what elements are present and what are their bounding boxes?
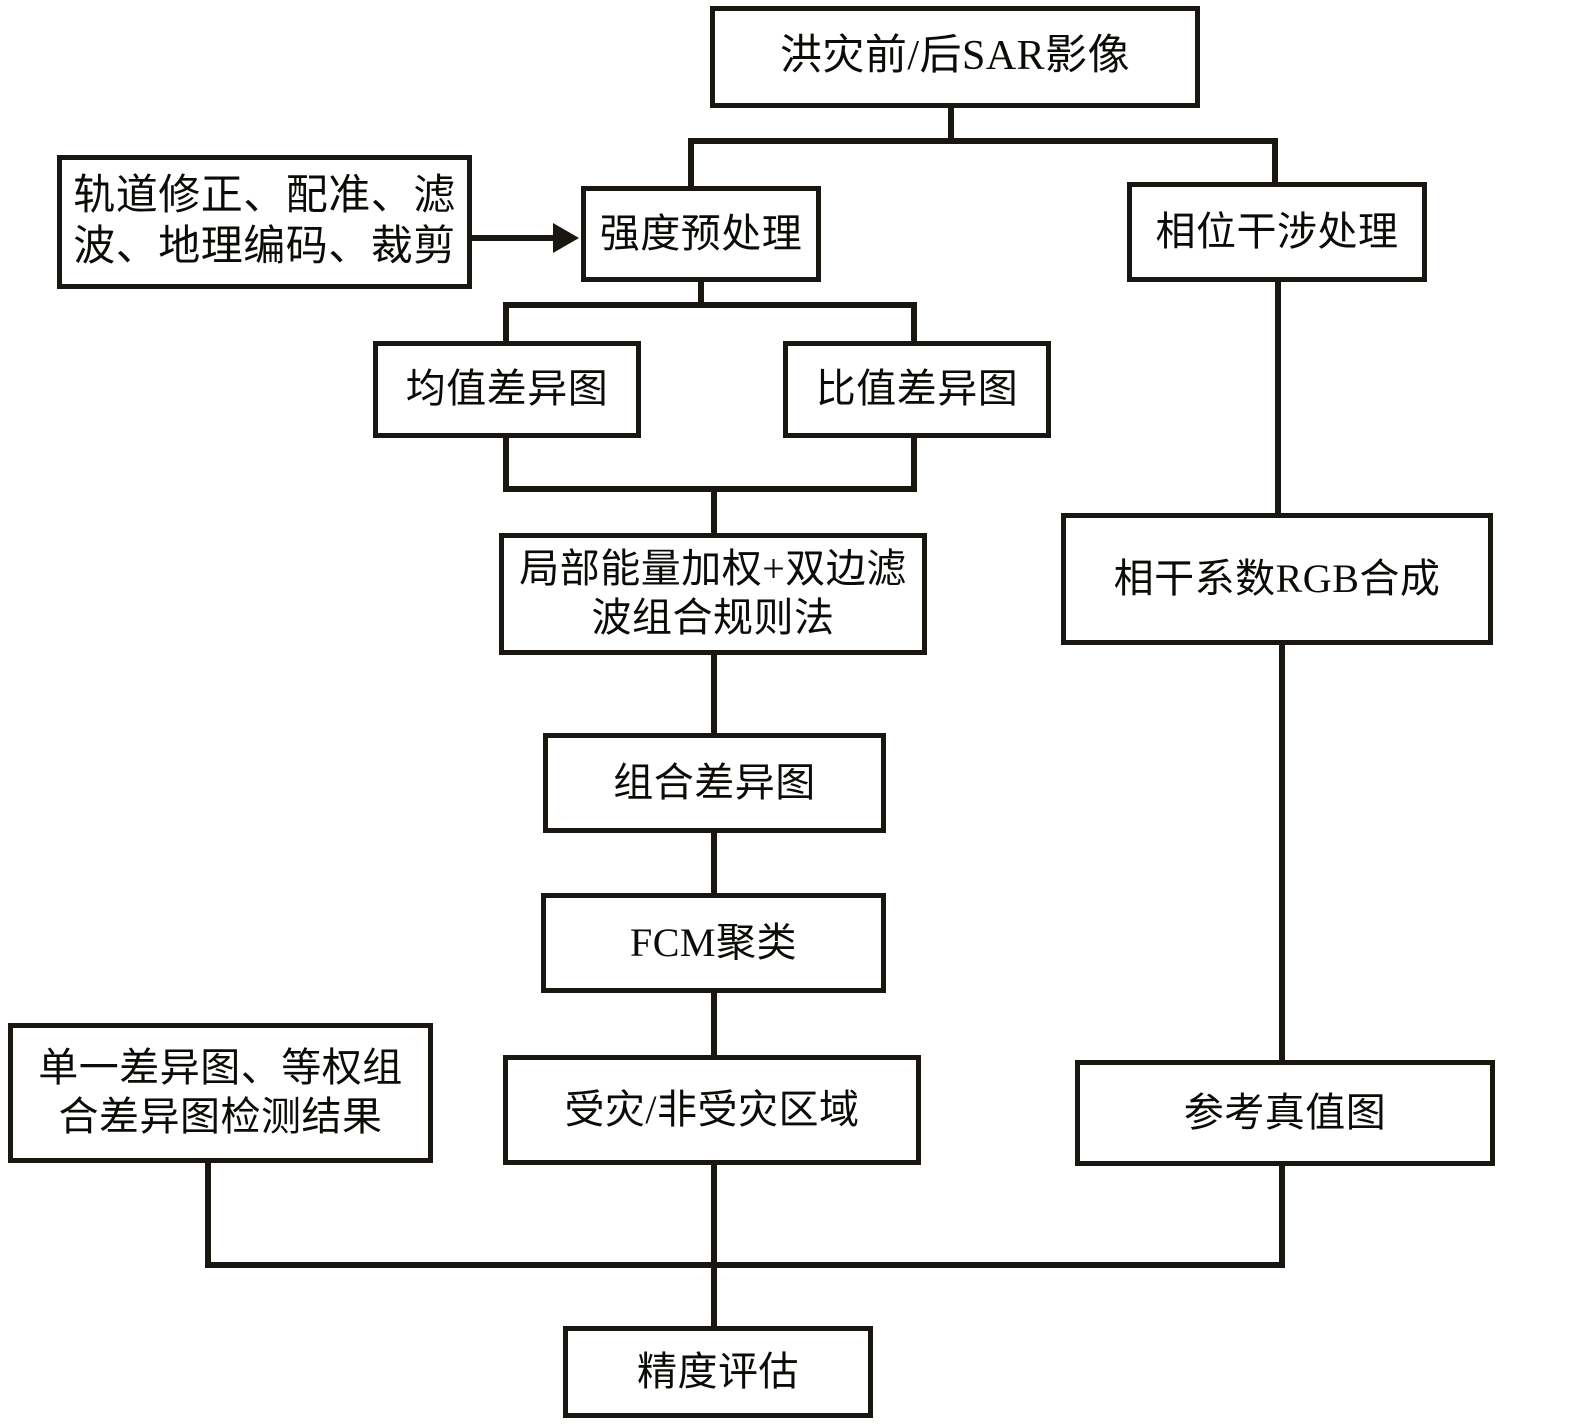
connector-intensity-split-bar [503, 302, 917, 308]
node-reference-truth-map[interactable]: 参考真值图 [1075, 1060, 1495, 1166]
node-single-equal-weight-results[interactable]: 单一差异图、等权组 合差异图检测结果 [8, 1023, 433, 1163]
connector-ratio-down [911, 436, 917, 490]
connector-merge-to-fusion [711, 486, 717, 536]
node-single-equal-weight-results-label: 单一差异图、等权组 合差异图检测结果 [38, 1045, 403, 1139]
node-combined-difference-map-label: 组合差异图 [613, 759, 816, 805]
node-preprocess-steps[interactable]: 轨道修正、配准、滤 波、地理编码、裁剪 [57, 155, 472, 289]
connector-area-down [711, 1162, 717, 1268]
connector-fusion-to-combined [711, 652, 717, 736]
connector-combined-to-fcm [711, 830, 717, 896]
node-flooded-nonflooded-area-label: 受灾/非受灾区域 [564, 1086, 860, 1132]
connector-intensity-to-mean [503, 302, 509, 344]
connector-intensity-to-ratio [911, 302, 917, 344]
node-preprocess-steps-label: 轨道修正、配准、滤 波、地理编码、裁剪 [73, 172, 456, 270]
connector-merge-to-accuracy [711, 1262, 717, 1330]
node-mean-difference-map-label: 均值差异图 [405, 366, 609, 412]
node-phase-interference-label: 相位干涉处理 [1155, 208, 1399, 254]
node-fusion-rule-label: 局部能量加权+双边滤 波组合规则法 [519, 546, 907, 640]
node-fcm-clustering-label: FCM聚类 [630, 919, 797, 965]
node-reference-truth-map-label: 参考真值图 [1183, 1089, 1387, 1135]
connector-bottom-merge-bar [205, 1262, 1285, 1268]
node-mean-difference-map[interactable]: 均值差异图 [373, 341, 641, 438]
connector-truth-down [1279, 1163, 1285, 1268]
node-accuracy-assessment-label: 精度评估 [637, 1348, 799, 1394]
node-phase-interference[interactable]: 相位干涉处理 [1127, 182, 1427, 282]
node-coherence-rgb[interactable]: 相干系数RGB合成 [1061, 513, 1493, 645]
node-combined-difference-map[interactable]: 组合差异图 [543, 733, 886, 833]
connector-rgb-to-truth [1279, 643, 1285, 1063]
node-fusion-rule[interactable]: 局部能量加权+双边滤 波组合规则法 [499, 533, 927, 655]
node-intensity-preprocess[interactable]: 强度预处理 [581, 186, 821, 282]
node-sar-images-label: 洪灾前/后SAR影像 [779, 33, 1131, 80]
node-ratio-difference-map[interactable]: 比值差异图 [783, 341, 1051, 438]
connector-sar-split-bar [688, 138, 1278, 144]
connector-difference-merge-bar [503, 486, 917, 492]
node-accuracy-assessment[interactable]: 精度评估 [563, 1326, 873, 1418]
arrow-preprocess-to-intensity [553, 223, 579, 253]
connector-intensity-down [698, 280, 704, 308]
connector-sar-to-intensity [688, 138, 694, 188]
connector-single-down [205, 1160, 211, 1268]
node-flooded-nonflooded-area[interactable]: 受灾/非受灾区域 [503, 1055, 921, 1165]
connector-fcm-to-area [711, 990, 717, 1058]
connector-sar-to-phase [1272, 138, 1278, 184]
node-ratio-difference-map-label: 比值差异图 [815, 366, 1019, 412]
node-sar-images[interactable]: 洪灾前/后SAR影像 [710, 6, 1200, 108]
connector-preprocess-to-intensity [470, 235, 562, 241]
connector-mean-down [503, 436, 509, 490]
connector-phase-to-rgb [1275, 280, 1281, 516]
connector-sar-down [948, 106, 954, 142]
node-coherence-rgb-label: 相干系数RGB合成 [1113, 555, 1441, 601]
node-fcm-clustering[interactable]: FCM聚类 [541, 893, 886, 993]
node-intensity-preprocess-label: 强度预处理 [599, 210, 803, 256]
